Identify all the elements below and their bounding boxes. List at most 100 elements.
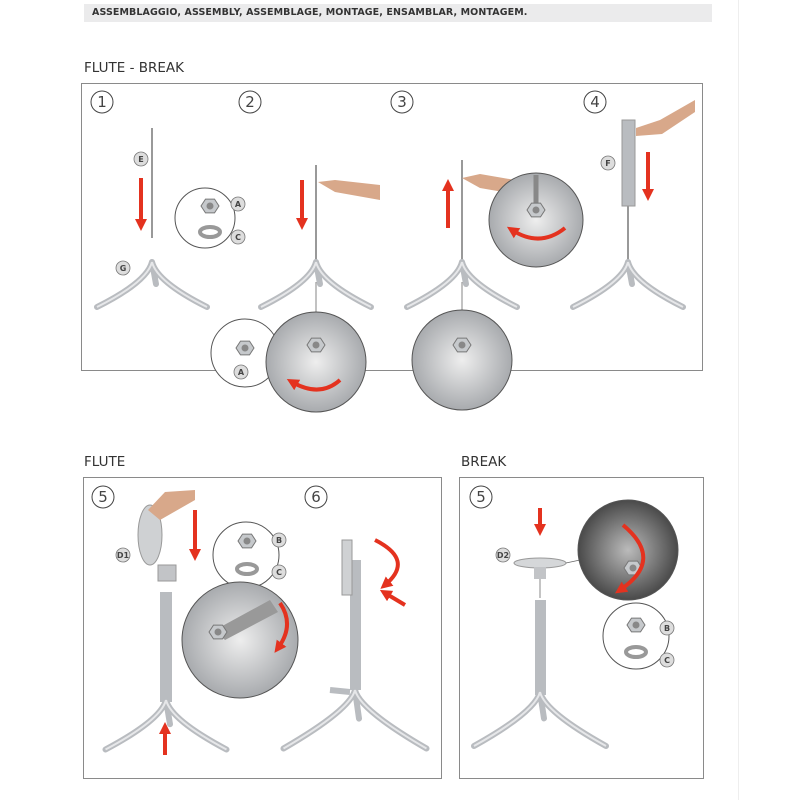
tube xyxy=(350,560,361,690)
nut-icon xyxy=(208,624,228,640)
base-legs xyxy=(471,689,609,749)
plate-stem xyxy=(534,567,546,579)
table-base xyxy=(471,689,609,749)
section-title-flute-break: FLUTE - BREAK xyxy=(84,60,184,76)
rotation-arrow-icon xyxy=(274,601,289,653)
panel-flute-break xyxy=(81,83,703,371)
washer-icon xyxy=(235,562,259,576)
nut-icon xyxy=(526,202,546,218)
base-legs xyxy=(94,259,210,310)
table-base xyxy=(280,687,430,752)
step-number-circle xyxy=(469,485,493,509)
part-label-B: B xyxy=(271,532,287,548)
plate-d1 xyxy=(137,504,163,566)
nut-icon xyxy=(306,337,326,353)
part-label-badge xyxy=(271,532,287,548)
part-label-text: C xyxy=(664,656,670,665)
part-label-text: C xyxy=(276,568,282,577)
part-label-E: E xyxy=(133,151,149,167)
hand xyxy=(636,100,695,136)
table-base xyxy=(570,259,686,310)
part-label-A: A xyxy=(230,196,246,212)
rotation-arrow-icon xyxy=(615,523,646,594)
nut-hole xyxy=(458,341,466,349)
step-number-text: 5 xyxy=(98,488,108,506)
step-1: 1 xyxy=(90,90,114,114)
part-label-G: G xyxy=(115,260,131,276)
detail-circle-socket xyxy=(577,499,679,601)
nut-icon xyxy=(200,198,220,214)
part-label-badge xyxy=(115,547,131,563)
detail-circle-screw xyxy=(488,172,584,268)
base-highlight xyxy=(282,689,428,750)
part-label-text: E xyxy=(138,155,143,164)
header-bar: ASSEMBLAGGIO, ASSEMBLY, ASSEMBLAGE, MONT… xyxy=(84,4,712,22)
section-title-flute: FLUTE xyxy=(84,454,126,470)
part-label-F: F xyxy=(600,155,616,171)
step-number-circle xyxy=(90,90,114,114)
part-label-text: B xyxy=(276,536,282,545)
table-base xyxy=(404,259,520,310)
part-label-C: C xyxy=(659,652,675,668)
base-highlight xyxy=(572,261,684,308)
hinge xyxy=(157,564,177,582)
step-4: 4 xyxy=(583,90,607,114)
plate-d2 xyxy=(513,557,567,569)
nut-icon xyxy=(237,533,257,549)
step-number-text: 6 xyxy=(311,488,321,506)
base-highlight xyxy=(473,691,607,747)
rotation-arrow-icon xyxy=(506,226,567,241)
page-edge-divider xyxy=(738,0,739,800)
tube xyxy=(160,592,172,702)
part-label-badge xyxy=(233,364,249,380)
step-number-text: 1 xyxy=(97,93,107,111)
nut-icon xyxy=(235,340,255,356)
hand xyxy=(318,180,380,200)
step-number-circle xyxy=(390,90,414,114)
rotation-arrow-icon xyxy=(374,538,400,589)
nut-hole xyxy=(629,564,637,572)
part-label-badge xyxy=(230,196,246,212)
step-6-flute: 6 xyxy=(304,485,328,509)
table-base xyxy=(102,697,230,753)
step-number-circle xyxy=(238,90,262,114)
washer-icon xyxy=(198,225,222,239)
nut-icon xyxy=(452,337,472,353)
part-label-text: G xyxy=(120,264,127,273)
step-5-flute: 5 xyxy=(91,485,115,509)
step-number-text: 2 xyxy=(245,93,255,111)
tube-f xyxy=(621,119,636,207)
part-label-A: A xyxy=(233,364,249,380)
panel-flute xyxy=(83,477,442,779)
step-number-circle xyxy=(304,485,328,509)
step-3: 3 xyxy=(390,90,414,114)
red-arrow-icon xyxy=(379,589,407,607)
part-label-text: D1 xyxy=(117,551,130,560)
detail-circle xyxy=(602,602,670,670)
nut-hole xyxy=(312,341,320,349)
detail-circle-nut-tight xyxy=(411,309,513,411)
folded-leg xyxy=(329,687,351,695)
part-label-C: C xyxy=(230,229,246,245)
part-label-text: B xyxy=(664,624,670,633)
step-number-circle xyxy=(91,485,115,509)
step-number-text: 4 xyxy=(590,93,600,111)
part-label-badge xyxy=(115,260,131,276)
nut-hole xyxy=(532,206,540,214)
leader-line xyxy=(565,559,581,564)
detail-circle xyxy=(174,187,236,249)
step-number-circle xyxy=(583,90,607,114)
part-label-badge xyxy=(271,564,287,580)
detail-circle-wrench xyxy=(181,581,299,699)
part-label-C: C xyxy=(271,564,287,580)
part-label-text: D2 xyxy=(497,551,509,560)
base-highlight xyxy=(260,261,372,308)
part-label-badge xyxy=(600,155,616,171)
nut-hole xyxy=(214,628,222,636)
base-highlight xyxy=(406,261,518,308)
base-legs xyxy=(570,259,686,310)
part-label-text: A xyxy=(235,200,242,209)
step-number-text: 5 xyxy=(476,488,486,506)
part-label-text: C xyxy=(235,233,241,242)
